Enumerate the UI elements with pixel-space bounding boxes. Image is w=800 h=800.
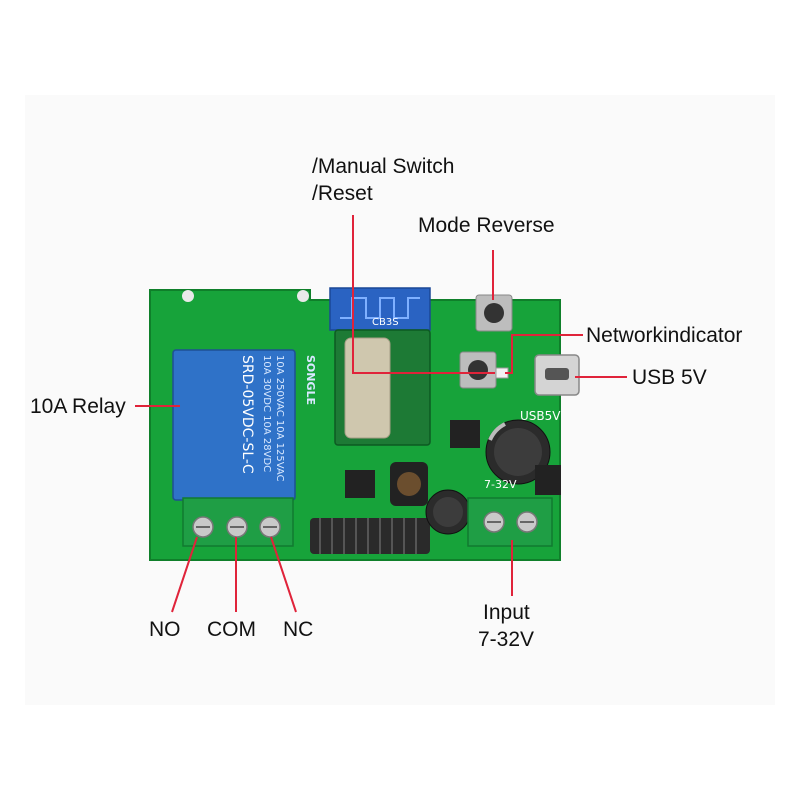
leader-nc bbox=[270, 536, 297, 613]
label-input: Input bbox=[483, 601, 530, 624]
label-reset: /Reset bbox=[312, 182, 373, 205]
usb-port bbox=[534, 354, 580, 396]
label-nc: NC bbox=[283, 618, 314, 641]
rf-coil bbox=[310, 518, 430, 554]
leader-no bbox=[171, 536, 198, 613]
terminal-screw bbox=[259, 516, 281, 538]
mount-hole bbox=[182, 290, 194, 302]
module-label: CB3S bbox=[372, 317, 399, 328]
relay-model: SRD-05VDC-SL-C bbox=[239, 355, 255, 474]
terminal-screw bbox=[226, 516, 248, 538]
capacitor-small bbox=[425, 489, 471, 535]
leader-network-indicator bbox=[505, 334, 583, 374]
label-relay: 10A Relay bbox=[30, 395, 126, 418]
label-com: COM bbox=[207, 618, 256, 641]
label-usb-5v: USB 5V bbox=[632, 366, 707, 389]
label-input-voltage: 7-32V bbox=[478, 628, 535, 651]
inductor bbox=[390, 462, 428, 506]
capacitor-large bbox=[485, 419, 551, 485]
wifi-antenna bbox=[329, 287, 431, 331]
relay-brand: SONGLE bbox=[304, 355, 317, 405]
voltage-silkscreen: 7-32V bbox=[484, 478, 517, 491]
mode-button bbox=[475, 294, 513, 332]
terminal-screw bbox=[516, 511, 538, 533]
relay-rating-1: 10A 250VAC 10A 125VAC bbox=[274, 355, 285, 482]
module-shield bbox=[344, 337, 391, 439]
label-manual-switch: /Manual Switch bbox=[312, 155, 455, 178]
leader-manual-switch bbox=[352, 215, 495, 374]
ic-chip bbox=[535, 465, 561, 495]
regulator-chip bbox=[345, 470, 375, 498]
input-terminal-block bbox=[467, 497, 553, 547]
mount-hole bbox=[297, 290, 309, 302]
ic-chip bbox=[450, 420, 480, 448]
usb-silkscreen: USB5V bbox=[520, 409, 561, 423]
label-network-indicator: Networkindicator bbox=[586, 324, 743, 347]
reset-button bbox=[459, 351, 497, 389]
terminal-screw bbox=[483, 511, 505, 533]
terminal-screw bbox=[192, 516, 214, 538]
label-no: NO bbox=[149, 618, 181, 641]
relay-rating-2: 10A 30VDC 10A 28VDC bbox=[261, 355, 272, 472]
label-mode-reverse: Mode Reverse bbox=[418, 214, 555, 237]
